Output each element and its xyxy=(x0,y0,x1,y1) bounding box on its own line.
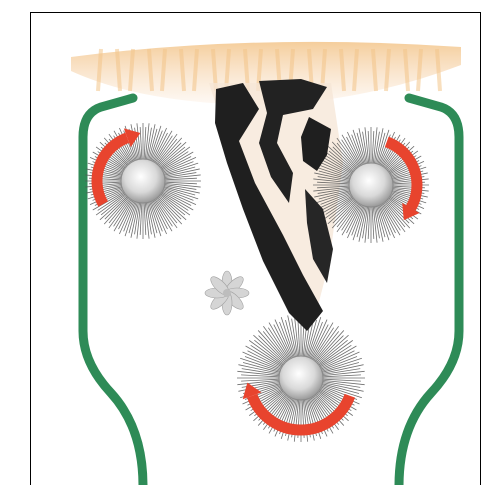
left-guide-rail xyxy=(83,98,143,485)
brush-hub xyxy=(121,159,165,203)
bristle xyxy=(243,362,282,372)
bristle xyxy=(320,383,359,393)
bristle xyxy=(156,139,177,165)
brush-hub xyxy=(279,356,323,400)
bristle xyxy=(285,320,295,359)
brush-bottom xyxy=(237,314,365,442)
bristle xyxy=(320,362,359,372)
fan-hub xyxy=(223,289,231,297)
bristle xyxy=(337,201,358,227)
brush-mechanism-diagram xyxy=(31,13,481,485)
bristle xyxy=(159,194,185,215)
bristle xyxy=(109,197,130,223)
bristle xyxy=(156,197,177,223)
brush-upper-left xyxy=(85,123,201,239)
brush-hub xyxy=(349,163,393,207)
fan-icon xyxy=(205,271,249,315)
diagram-frame xyxy=(30,12,481,485)
bristle xyxy=(384,201,405,227)
bristle xyxy=(159,147,185,168)
